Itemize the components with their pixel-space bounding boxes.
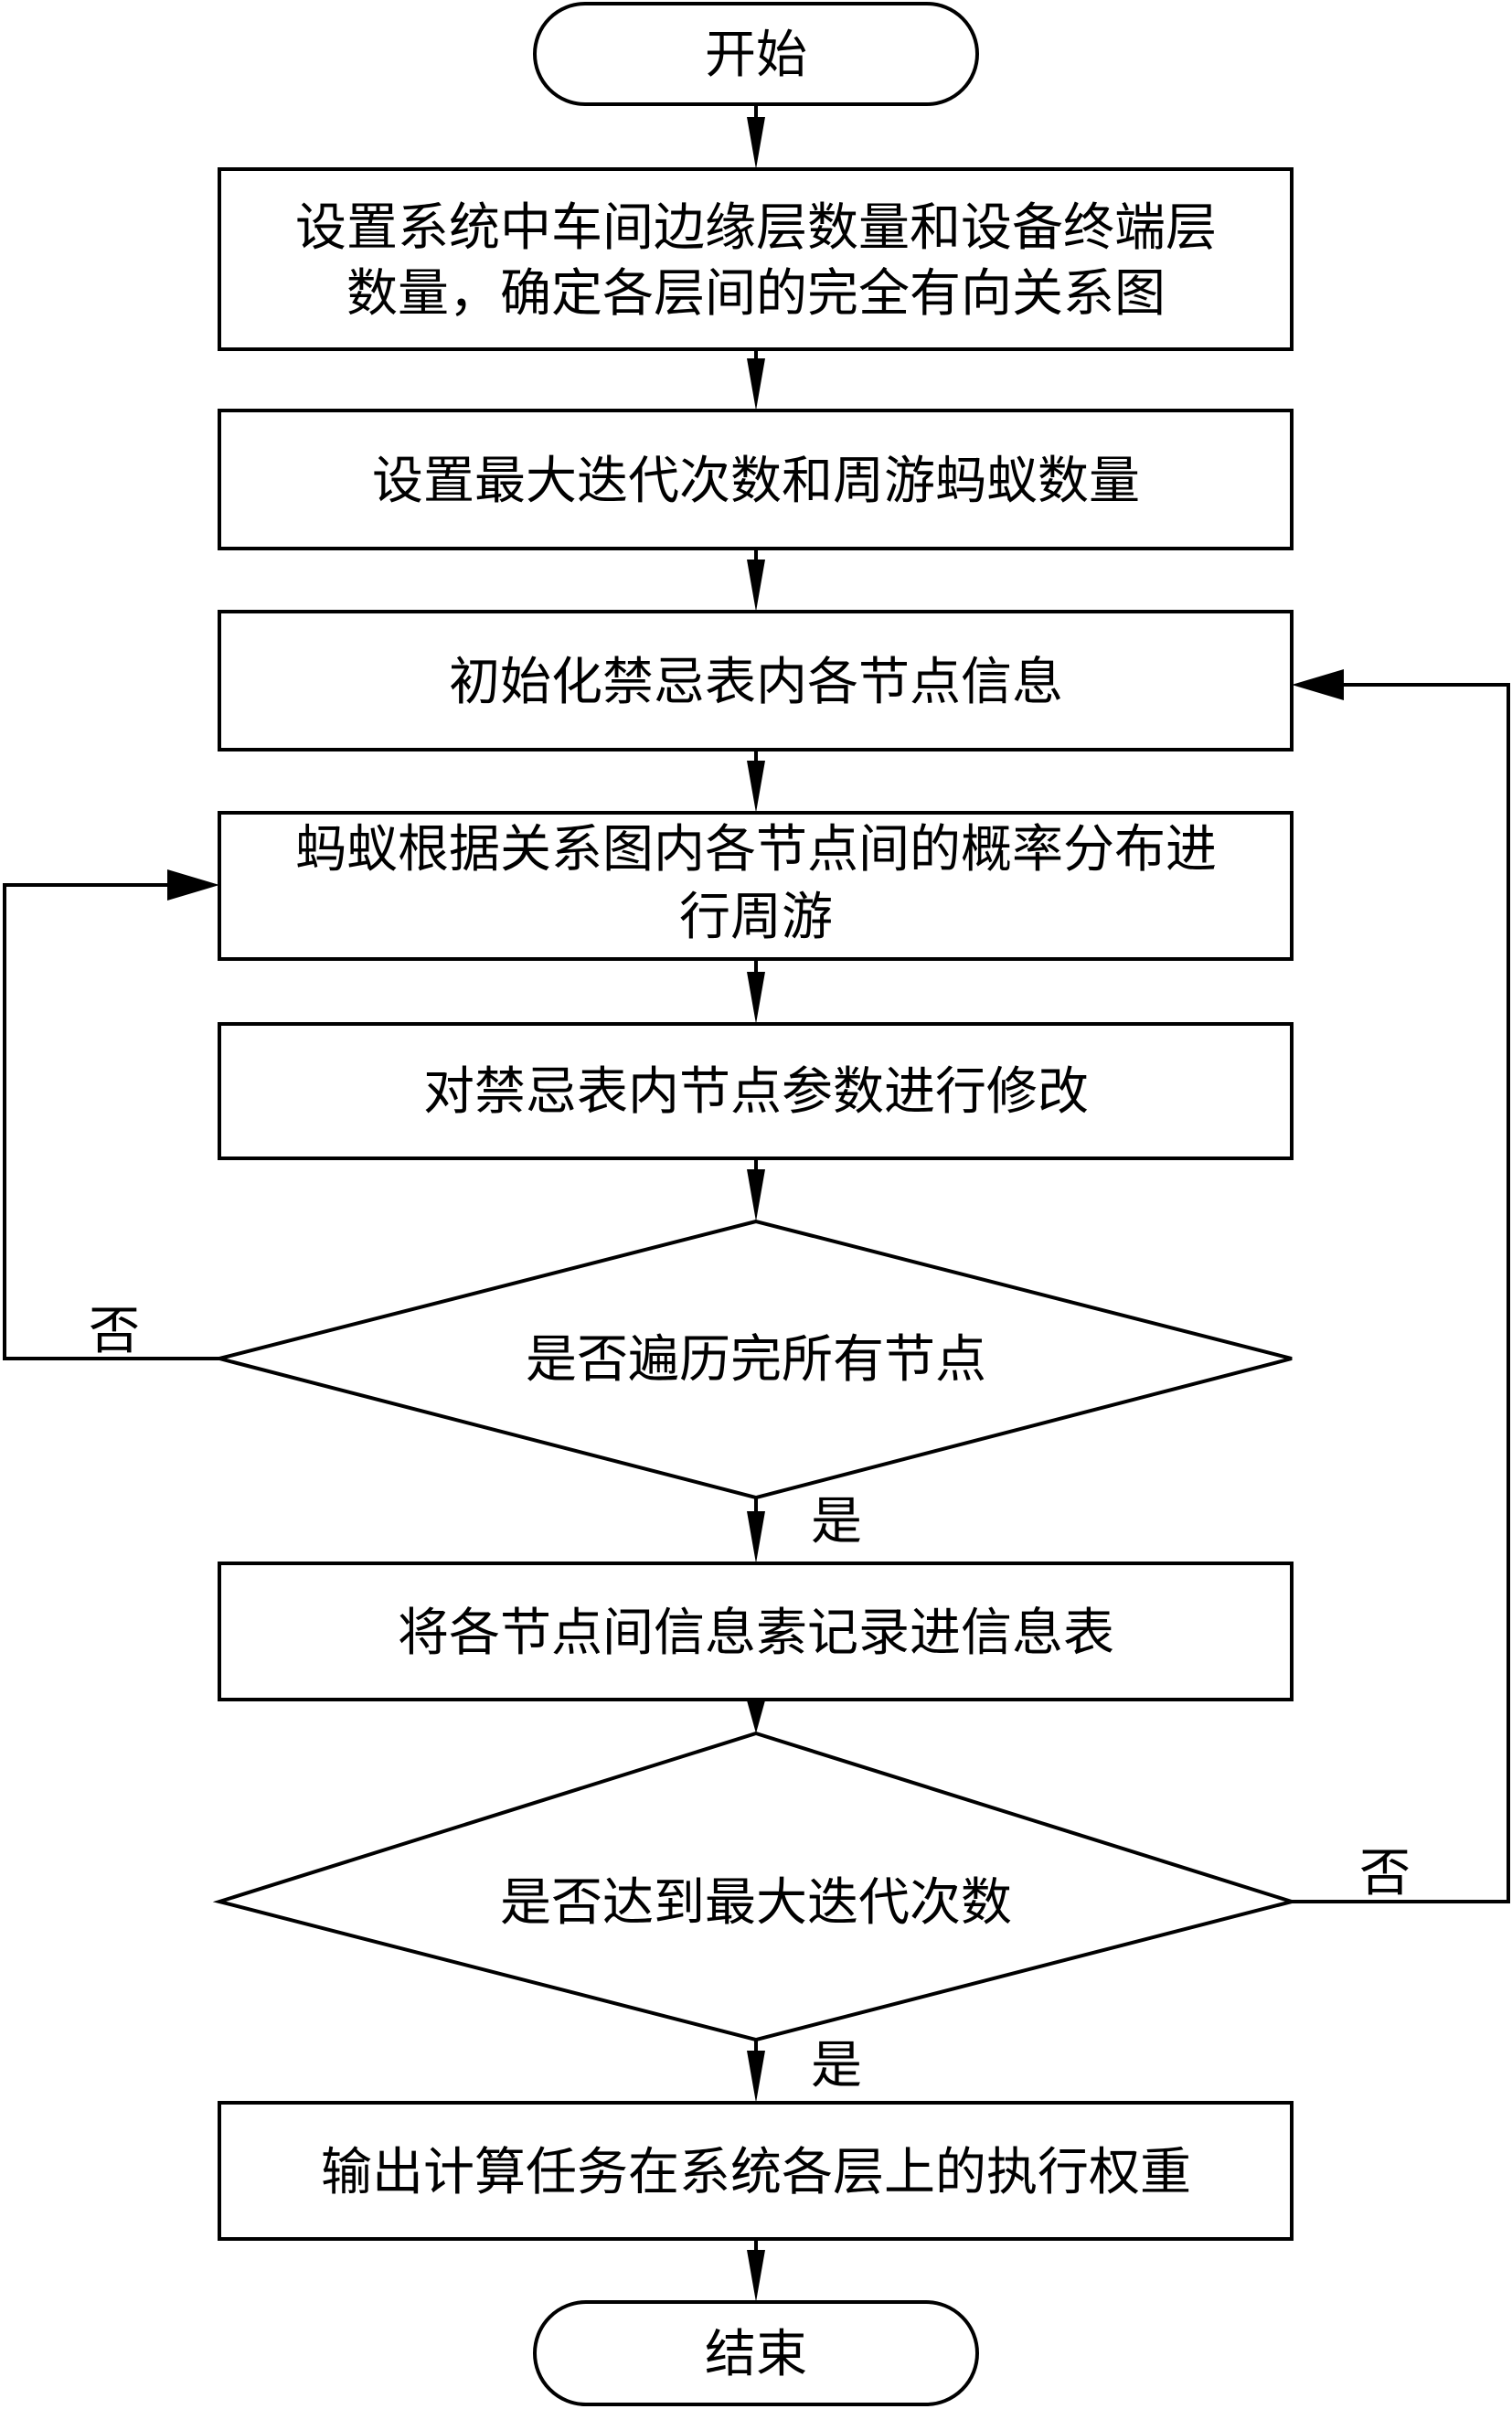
loop-decision2-no-to-step3	[1292, 669, 1510, 1903]
step-box-3	[218, 610, 1294, 751]
arrowhead-down	[747, 972, 765, 1024]
connector-start-to-step1	[747, 104, 765, 169]
step-4-line-2: 行周游	[679, 888, 833, 947]
step-box-1	[218, 167, 1294, 351]
arrowhead-down	[747, 2051, 765, 2103]
step-6-label: 将各节点间信息素记录进信息表	[398, 1604, 1114, 1663]
arrowhead-down	[747, 1700, 765, 1733]
arrowhead-down	[747, 358, 765, 410]
connector-step1-to-step2	[747, 349, 765, 410]
decision-2-label: 是否达到最大迭代次数	[500, 1873, 1012, 1933]
arrowhead-down	[747, 560, 765, 612]
arrowhead-down	[747, 1169, 765, 1221]
arrowhead-down	[747, 1511, 765, 1563]
arrowhead-left	[1292, 669, 1344, 700]
step-box-7	[218, 2101, 1294, 2241]
end-label: 结束	[705, 2325, 807, 2384]
step-1-line-2: 数量，确定各层间的完全有向关系图	[346, 264, 1166, 324]
arrowhead-down	[747, 117, 765, 169]
decision-2-yes-label: 是	[811, 2036, 862, 2095]
step-3-label: 初始化禁忌表内各节点信息	[449, 653, 1063, 712]
start-label: 开始	[705, 26, 807, 85]
connector-decision1-yes-to-step6	[747, 1498, 765, 1563]
step-box-6	[218, 1562, 1294, 1701]
step-7-label: 输出计算任务在系统各层上的执行权重	[321, 2143, 1191, 2202]
loop-decision1-no-to-step4	[3, 869, 219, 1360]
decision-1-yes-label: 是	[811, 1492, 862, 1551]
connector-step2-to-step3	[747, 549, 765, 612]
connector-step3-to-step4	[747, 750, 765, 813]
connector-step4-to-step5	[747, 959, 765, 1024]
arrowhead-down	[747, 761, 765, 813]
arrowhead-down	[747, 2250, 765, 2302]
connector-step5-to-decision1	[747, 1158, 765, 1221]
step-1-line-1: 设置系统中车间边缘层数量和设备终端层	[295, 198, 1217, 258]
connector-decision2-yes-to-step7	[747, 2040, 765, 2103]
connector-step6-to-decision2	[747, 1700, 765, 1733]
connector-step7-to-end	[747, 2239, 765, 2302]
decision-1-no-label: 否	[89, 1302, 140, 1361]
arrowhead-right	[167, 869, 219, 901]
step-box-2	[218, 409, 1294, 550]
decision-1-label: 是否遍历完所有节点	[526, 1330, 986, 1390]
decision-2-no-label: 否	[1359, 1844, 1411, 1903]
step-2-label: 设置最大迭代次数和周游蚂蚁数量	[372, 452, 1140, 511]
step-4-line-1: 蚂蚁根据关系图内各节点间的概率分布进	[295, 820, 1217, 879]
step-5-label: 对禁忌表内节点参数进行修改	[423, 1062, 1089, 1122]
